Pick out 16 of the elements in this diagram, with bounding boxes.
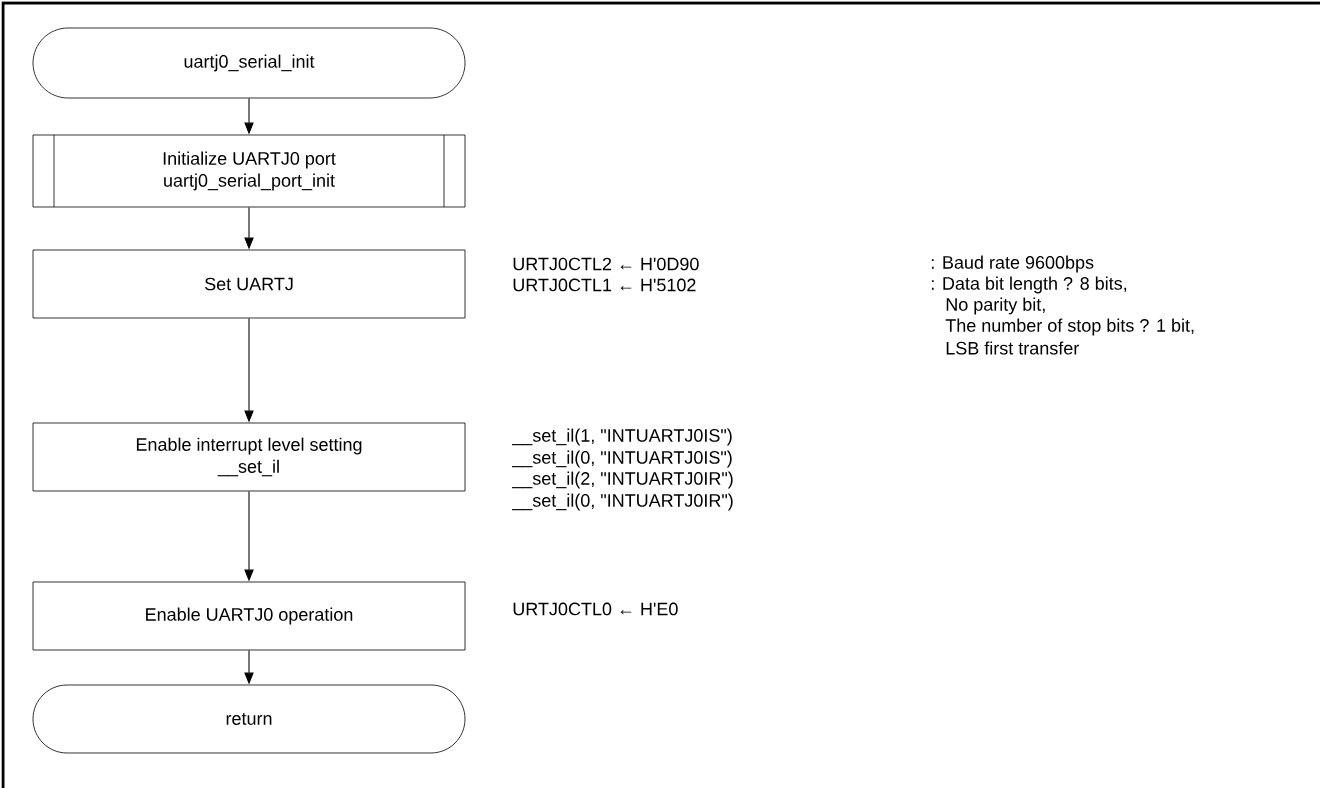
code-text: The number of stop bits ? 1 bit, [945,318,1194,336]
code-text: URTJ0CTL2 ← H'0D90 [513,257,699,271]
code-text: __set_il(2, "INTUARTJ0IR") [512,471,733,489]
subroutine-box: Initialize UARTJ0 port uartj0_serial_port_init [32,134,466,208]
code-text: __set_il(0, "INTUARTJ0IS") [512,450,732,468]
code-text: URTJ0CTL1 ← H'5102 [513,278,696,292]
process-box: Set UARTJ [32,249,466,319]
code-text: No parity bit, [946,297,1045,315]
code-text: __set_il(1, "INTUARTJ0IS") [512,428,732,446]
process-box: Enable interrupt level setting __set_il [32,422,466,492]
code-text: LSB first transfer [946,341,1079,355]
code-text: : Data bit length ? 8 bits, [931,276,1127,294]
code-text: : Baud rate 9600bps [931,255,1094,273]
code-text: __set_il(0, "INTUARTJ0IR") [512,493,733,511]
code-text: URTJ0CTL0 ← H'E0 [513,602,678,616]
process-box: Enable UARTJ0 operation [32,581,466,651]
